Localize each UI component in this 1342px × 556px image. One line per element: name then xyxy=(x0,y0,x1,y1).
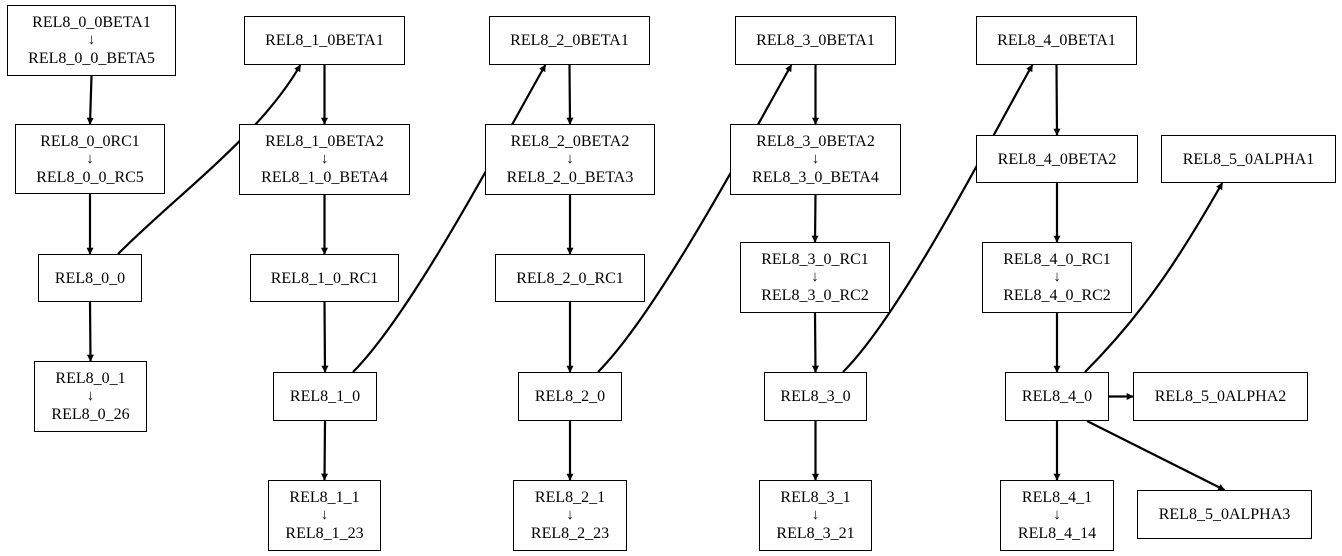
node-label: REL8_0_0BETA1 xyxy=(32,14,151,31)
node-rel8-3-0: REL8_3_0 xyxy=(764,372,867,421)
node-label: REL8_5_0ALPHA1 xyxy=(1182,150,1315,168)
node-label: REL8_1_0BETA2 xyxy=(265,133,384,150)
edge-n8_3_rc-to-n8_3_0 xyxy=(811,312,819,373)
edge-n8_2_0-to-n8_3_beta1 xyxy=(597,64,793,373)
node-label: REL8_3_0BETA1 xyxy=(756,32,875,49)
edge-n8_1_0-to-n8_1_1 xyxy=(321,420,329,481)
node-rel8-3-0-rc1: REL8_3_0_RC1 ↓ REL8_3_0_RC2 xyxy=(740,242,890,313)
node-rel8-5-0alpha2: REL8_5_0ALPHA2 xyxy=(1133,372,1308,421)
down-arrow-icon: ↓ xyxy=(566,507,574,523)
node-label: REL8_3_0BETA2 xyxy=(756,133,875,150)
node-rel8-4-0: REL8_4_0 xyxy=(1005,372,1109,421)
node-rel8-3-0beta1: REL8_3_0BETA1 xyxy=(735,16,896,65)
node-label: REL8_3_0_RC1 xyxy=(761,251,869,268)
edge-n8_3_0-to-n8_4_beta1 xyxy=(842,64,1034,373)
edge-n8_0_0-to-n8_1_beta1 xyxy=(117,64,302,255)
node-label: REL8_4_0_RC1 xyxy=(1003,251,1111,268)
node-rel8-1-0beta1: REL8_1_0BETA1 xyxy=(244,16,405,65)
node-label: REL8_1_0BETA1 xyxy=(265,32,384,49)
node-label: REL8_1_0_RC1 xyxy=(270,269,379,287)
node-rel8-1-1: REL8_1_1 ↓ REL8_1_23 xyxy=(268,480,381,551)
node-label: REL8_4_0 xyxy=(1021,388,1093,405)
node-label: REL8_2_23 xyxy=(530,525,610,542)
down-arrow-icon: ↓ xyxy=(1053,269,1061,285)
node-rel8-0-0rc1: REL8_0_0RC1 ↓ REL8_0_0_RC5 xyxy=(15,124,165,194)
node-rel8-4-0beta1: REL8_4_0BETA1 xyxy=(976,16,1137,65)
node-rel8-2-0beta2: REL8_2_0BETA2 ↓ REL8_2_0_BETA3 xyxy=(485,124,655,195)
node-rel8-3-0beta2: REL8_3_0BETA2 ↓ REL8_3_0_BETA4 xyxy=(730,124,901,195)
node-rel8-2-0-rc1: REL8_2_0_RC1 xyxy=(495,254,645,302)
edge-n8_4_0-to-n8_5_alpha1 xyxy=(1084,182,1224,373)
node-rel8-0-1: REL8_0_1 ↓ REL8_0_26 xyxy=(34,361,147,432)
node-rel8-0-0: REL8_0_0 xyxy=(38,254,142,302)
edge-n8_1_rc1-to-n8_1_0 xyxy=(321,301,329,373)
node-label: REL8_0_0 xyxy=(54,269,126,287)
edge-n8_0_beta-to-n8_0_rc xyxy=(86,75,94,125)
down-arrow-icon: ↓ xyxy=(1053,507,1061,523)
node-rel8-5-0alpha3: REL8_5_0ALPHA3 xyxy=(1137,490,1312,539)
node-rel8-0-0beta1: REL8_0_0BETA1 ↓ REL8_0_0_BETA5 xyxy=(7,5,176,76)
node-label: REL8_4_0BETA2 xyxy=(997,150,1117,168)
down-arrow-icon: ↓ xyxy=(811,269,819,285)
edge-n8_4_0-to-n8_5_alpha3 xyxy=(1086,420,1226,491)
node-rel8-4-0beta2: REL8_4_0BETA2 xyxy=(976,135,1138,183)
node-label: REL8_2_0BETA1 xyxy=(510,32,629,49)
node-label: REL8_2_0 xyxy=(534,388,606,405)
node-label: REL8_0_26 xyxy=(51,406,130,423)
edge-n8_3_beta2-to-n8_3_rc xyxy=(811,194,819,243)
node-label: REL8_5_0ALPHA3 xyxy=(1158,506,1291,523)
node-label: REL8_1_23 xyxy=(285,525,364,542)
node-label: REL8_0_0_BETA5 xyxy=(28,50,155,67)
down-arrow-icon: ↓ xyxy=(566,151,574,167)
down-arrow-icon: ↓ xyxy=(86,388,95,404)
node-label: REL8_4_1 xyxy=(1021,489,1093,506)
node-label: REL8_3_21 xyxy=(776,525,855,542)
node-rel8-2-1: REL8_2_1 ↓ REL8_2_23 xyxy=(513,480,627,551)
node-rel8-1-0: REL8_1_0 xyxy=(273,372,377,421)
node-label: REL8_1_0_BETA4 xyxy=(261,169,388,186)
edge-n8_2_beta1-to-n8_2_beta2 xyxy=(566,64,574,125)
node-label: REL8_2_0BETA2 xyxy=(510,133,630,150)
node-label: REL8_3_1 xyxy=(780,489,851,506)
node-rel8-3-1: REL8_3_1 ↓ REL8_3_21 xyxy=(759,480,872,551)
node-label: REL8_3_0_RC2 xyxy=(761,287,869,304)
node-label: REL8_0_0_RC5 xyxy=(36,168,144,186)
down-arrow-icon: ↓ xyxy=(811,151,820,167)
down-arrow-icon: ↓ xyxy=(87,32,96,48)
node-label: REL8_0_0RC1 xyxy=(40,132,140,150)
node-label: REL8_1_1 xyxy=(289,489,360,506)
down-arrow-icon: ↓ xyxy=(811,507,820,523)
down-arrow-icon: ↓ xyxy=(320,151,329,167)
node-label: REL8_4_0_RC2 xyxy=(1003,287,1111,304)
node-label: REL8_3_0_BETA4 xyxy=(752,169,879,186)
edge-n8_0_0-to-n8_0_1 xyxy=(86,301,94,362)
down-arrow-icon: ↓ xyxy=(86,150,94,167)
node-rel8-5-0alpha1: REL8_5_0ALPHA1 xyxy=(1161,135,1336,183)
node-label: REL8_2_0_BETA3 xyxy=(506,169,634,186)
node-rel8-4-0-rc1: REL8_4_0_RC1 ↓ REL8_4_0_RC2 xyxy=(982,242,1132,313)
node-rel8-2-0: REL8_2_0 xyxy=(518,372,622,421)
node-label: REL8_5_0ALPHA2 xyxy=(1154,388,1287,405)
node-label: REL8_3_0 xyxy=(780,388,851,405)
node-label: REL8_1_0 xyxy=(289,388,361,405)
edge-n8_4_beta1-to-n8_4_beta2 xyxy=(1053,64,1061,136)
node-rel8-2-0beta1: REL8_2_0BETA1 xyxy=(489,16,650,65)
node-label: REL8_2_1 xyxy=(534,489,606,506)
down-arrow-icon: ↓ xyxy=(320,507,329,523)
node-label: REL8_4_0BETA1 xyxy=(997,32,1116,49)
node-label: REL8_0_1 xyxy=(55,370,126,387)
node-label: REL8_2_0_RC1 xyxy=(516,269,624,287)
node-rel8-1-0beta2: REL8_1_0BETA2 ↓ REL8_1_0_BETA4 xyxy=(239,124,410,195)
node-label: REL8_4_14 xyxy=(1017,525,1097,542)
node-rel8-4-1: REL8_4_1 ↓ REL8_4_14 xyxy=(1000,480,1114,551)
edge-n8_1_0-to-n8_2_beta1 xyxy=(352,64,547,373)
node-rel8-1-0-rc1: REL8_1_0_RC1 xyxy=(250,254,399,302)
